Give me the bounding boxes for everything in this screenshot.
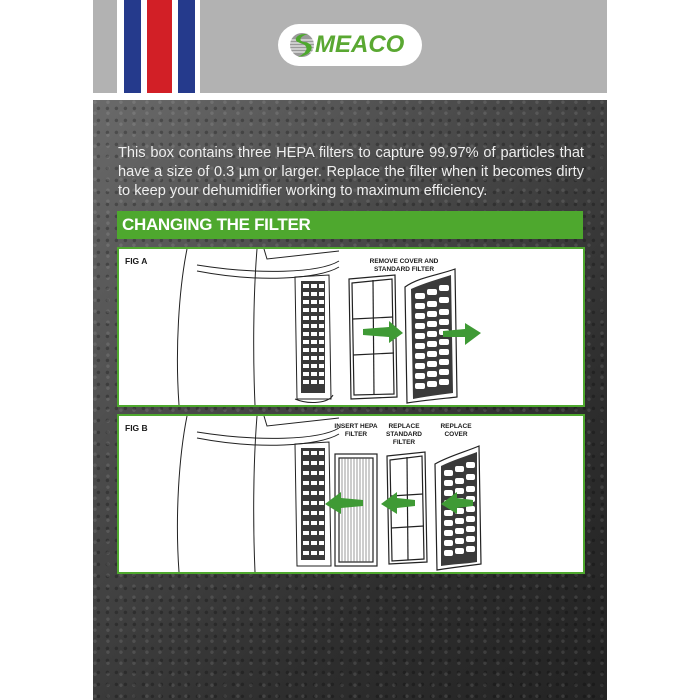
instruction-page: MEACO This box contains three HEPA filte… xyxy=(93,0,607,700)
stripe-gap xyxy=(172,0,178,93)
content-area: This box contains three HEPA filters to … xyxy=(93,100,607,700)
arrow-left-icon xyxy=(441,492,473,514)
intro-paragraph: This box contains three HEPA filters to … xyxy=(118,145,584,199)
meaco-swirl-icon xyxy=(290,33,314,57)
section-title: CHANGING THE FILTER xyxy=(122,215,311,234)
figure-b: FIG B INSERT HEPA FILTER REPLACE STANDAR… xyxy=(117,414,585,574)
arrow-left-icon xyxy=(325,492,363,514)
stripe-blue-right xyxy=(178,0,195,93)
brand-name: MEACO xyxy=(315,31,405,58)
figure-a: FIG A REMOVE COVER AND STANDARD FILTER xyxy=(117,247,585,407)
fig-b-caption-insert: INSERT HEPA FILTER xyxy=(334,423,378,438)
header-band: MEACO xyxy=(93,0,607,93)
meaco-logo: MEACO xyxy=(278,24,422,66)
arrow-right-icon xyxy=(363,321,403,343)
stripe-blue-left xyxy=(124,0,141,93)
fig-b-caption-replace-standard: REPLACE STANDARD FILTER xyxy=(386,423,422,446)
stripe-gap xyxy=(117,0,124,93)
stripe-gap xyxy=(195,0,200,93)
arrow-right-icon xyxy=(443,323,481,345)
section-header: CHANGING THE FILTER xyxy=(117,211,583,239)
stripe-gap xyxy=(141,0,147,93)
fig-a-caption: REMOVE COVER AND STANDARD FILTER xyxy=(369,258,439,273)
dehumidifier-illustration xyxy=(176,249,481,405)
fig-a-label: FIG A xyxy=(125,256,148,266)
arrow-left-icon xyxy=(381,492,415,514)
stripe-red xyxy=(147,0,172,93)
fig-b-caption-replace-cover: REPLACE COVER xyxy=(440,423,472,438)
fig-b-label: FIG B xyxy=(125,423,148,433)
dehumidifier-illustration xyxy=(176,416,482,572)
